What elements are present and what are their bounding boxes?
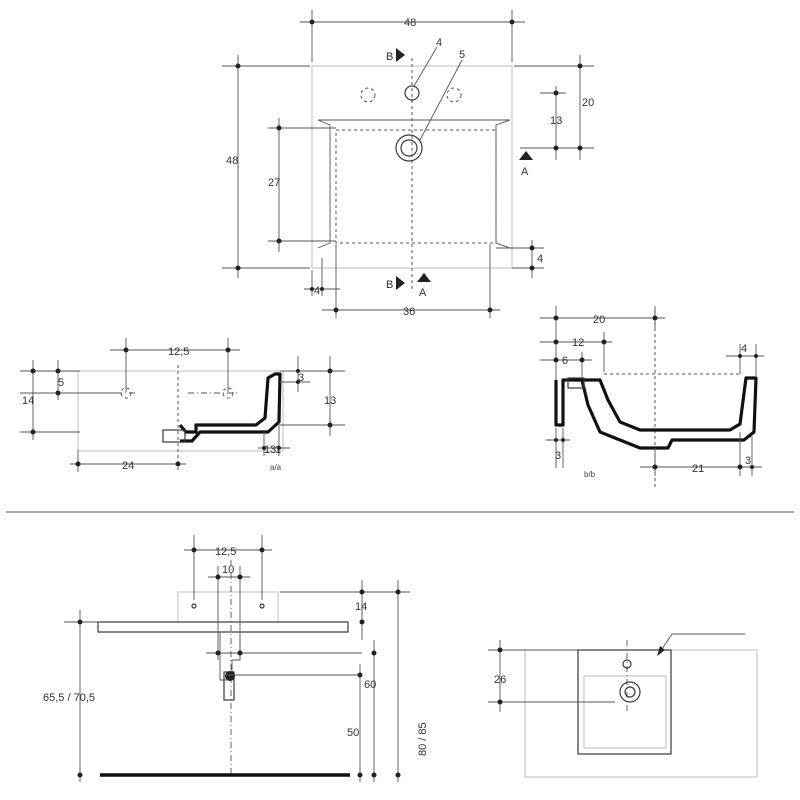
dim-bb-12: 12: [572, 337, 584, 349]
section-b-top: B: [386, 51, 393, 63]
callout-5: 5: [459, 49, 465, 61]
dim-4-bottom: 4: [314, 285, 320, 297]
tap-hole-center: [404, 85, 420, 101]
dim-aa-13-bottom: 13: [264, 444, 276, 456]
bowl-rim: [317, 119, 511, 249]
dim-aa-3: 3: [298, 372, 304, 384]
dim-bb-3-left: 3: [555, 450, 561, 462]
countertop: [97, 621, 349, 633]
section-aa-block: [77, 370, 284, 452]
dim-aa-1: 1: [275, 444, 281, 456]
dim-aa-12-5: 12,5: [168, 346, 189, 358]
dim-bb-3-right: 3: [745, 455, 751, 467]
dim-side-12-5: 12,5: [215, 546, 236, 558]
section-a-bottom-arrow: [417, 273, 431, 282]
drain-front-outer: [619, 681, 641, 703]
section-b-bottom: B: [386, 279, 393, 291]
dim-4-right: 4: [537, 253, 543, 265]
dim-height-left: 48: [226, 155, 238, 167]
section-a-right-arrow: [519, 151, 533, 160]
section-bb-caption: b/b: [584, 470, 596, 479]
bowl-interior: [335, 129, 497, 244]
dim-side-14: 14: [355, 601, 367, 613]
section-aa-view: 12,5 5 14 3 13 24: [20, 338, 345, 472]
dim-side-10: 10: [222, 564, 234, 576]
dim-bb-4: 4: [741, 343, 747, 355]
dim-aa-13: 13: [324, 395, 336, 407]
drain-inner: [400, 139, 418, 157]
dim-side-50: 50: [347, 727, 359, 739]
cabinet-front: [524, 649, 758, 778]
callout-4: 4: [436, 37, 442, 49]
dim-20: 20: [582, 97, 594, 109]
dim-bb-20: 20: [593, 314, 605, 326]
front-leader: [659, 633, 745, 653]
dim-side-height-basin: 65,5 / 70,5: [43, 692, 95, 704]
section-bb-profile: [554, 376, 758, 450]
dim-36: 36: [403, 306, 415, 318]
dim-bb-21: 21: [692, 463, 704, 475]
dim-aa-5: 5: [58, 377, 64, 389]
dim-aa-24: 24: [122, 460, 134, 472]
section-aa-caption: a/a: [270, 463, 282, 472]
dim-bb-6: 6: [562, 355, 568, 367]
install-front-view: 26: [488, 633, 758, 778]
section-a-right: A: [521, 166, 529, 178]
top-plan-view: 4 5 48 48 27 20 13: [222, 10, 594, 318]
section-a-bottom: A: [419, 287, 427, 299]
section-bb-view: 20 12 6 4 3 21 3 b/b: [540, 306, 764, 488]
tap-hole-right: [446, 87, 462, 103]
drain-front-inner: [624, 686, 636, 698]
dim-side-height-total: 80 / 85: [417, 722, 429, 756]
dim-27: 27: [268, 177, 280, 189]
dim-front-26: 26: [494, 674, 506, 686]
dim-width-top: 48: [404, 17, 416, 29]
section-b-bottom-arrow: [396, 276, 405, 290]
dim-aa-14: 14: [22, 395, 34, 407]
section-aa-profile: [178, 372, 282, 443]
dim-side-60: 60: [364, 679, 376, 691]
tap-hole-left: [360, 87, 376, 103]
drain-outer: [395, 134, 423, 162]
section-b-top-arrow: [396, 48, 405, 62]
install-side-view: 12,5 10 14 65,5 / 70,5 60 50: [43, 535, 429, 782]
dim-13: 13: [550, 115, 562, 127]
